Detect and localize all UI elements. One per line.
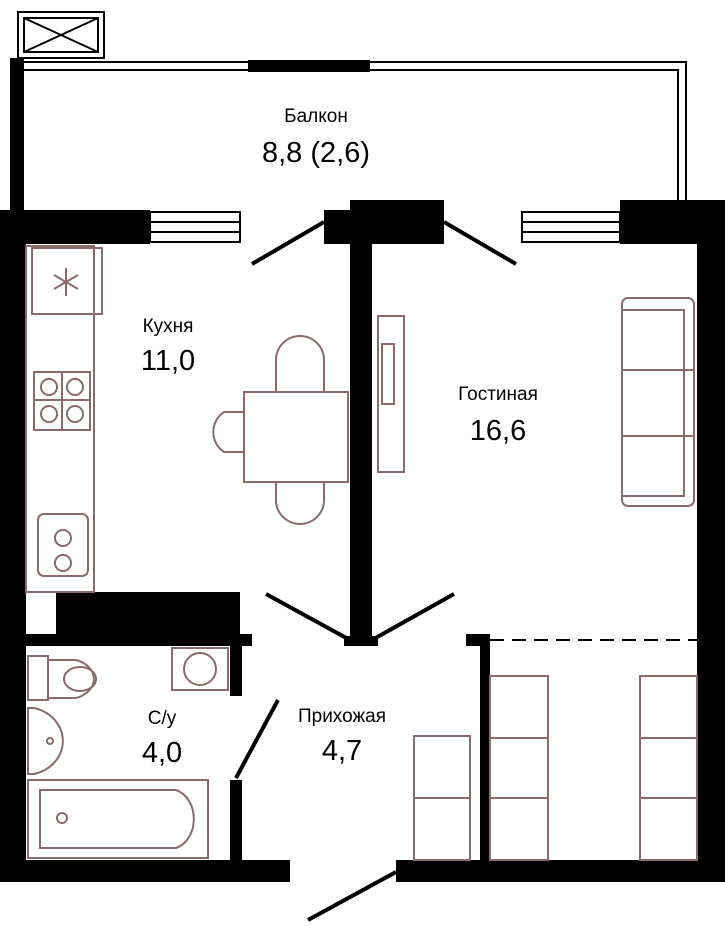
balcony-area: 8,8 (2,6) [262, 137, 370, 169]
hallway-area: 4,7 [322, 735, 362, 767]
tv-icon [377, 315, 405, 473]
balcony-wall-segment [248, 60, 370, 72]
kitchen-balcony-door [250, 220, 326, 266]
balcony-railing [10, 58, 687, 218]
living-door [371, 592, 455, 642]
living-name: Гостиная [458, 384, 538, 405]
room-labels: Балкон 8,8 (2,6) Кухня 11,0 Гостиная 16,… [141, 106, 538, 769]
sink-icon [27, 707, 64, 775]
walls [0, 200, 725, 882]
kitchen-window [149, 211, 241, 243]
living-window [521, 211, 621, 243]
bathtub-icon [27, 779, 209, 859]
kitchen-furniture [25, 245, 349, 593]
hob-icon [37, 513, 89, 577]
entrance-door [307, 870, 397, 922]
snowflake-icon [31, 247, 103, 315]
sofa-icon [621, 297, 695, 507]
bathroom-fixtures [27, 647, 229, 859]
living-area: 16,6 [470, 415, 526, 447]
balcony-name: Балкон [284, 106, 348, 127]
kitchen-name: Кухня [143, 316, 194, 337]
living-furniture [377, 297, 695, 507]
dining-table-icon [212, 335, 349, 525]
toilet-icon [27, 655, 97, 701]
kitchen-door [265, 592, 351, 642]
balcony-side-wall [10, 58, 24, 218]
washing-machine-icon [171, 647, 229, 691]
windows [149, 211, 621, 243]
doors [234, 220, 697, 922]
ac-unit-icon [17, 11, 105, 59]
kitchen-area: 11,0 [141, 345, 195, 377]
wardrobe-icon [413, 675, 698, 861]
living-balcony-door [442, 220, 518, 266]
bathroom-area: 4,0 [142, 737, 182, 769]
stove-icon [33, 371, 91, 431]
bathroom-name: С/у [148, 708, 177, 729]
bathroom-door [234, 699, 280, 779]
hallway-name: Прихожая [298, 706, 386, 727]
